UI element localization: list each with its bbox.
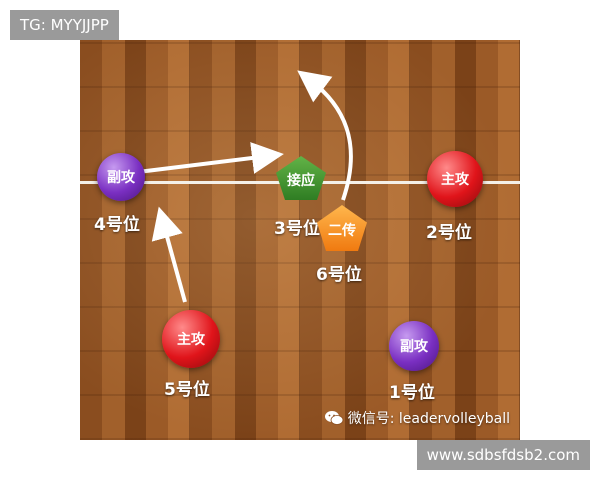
position-label-6: 6号位 [316,265,362,285]
tag-label-top: TG: MYYJJPP [10,10,119,40]
player-middle-front: 副攻 [97,153,145,201]
arrow-5-to-4 [151,206,187,303]
player-outside-right: 主攻 [427,151,483,207]
player-role-label: 主攻 [177,332,205,348]
wechat-watermark: 微信号: leadervolleyball [324,408,510,428]
player-role-label: 副攻 [400,339,428,355]
wechat-icon [324,411,344,425]
position-label-1: 1号位 [389,383,435,403]
volleyball-court: 副攻 接应 主攻 4号位 3号位 2号位 二传 6号位 主攻 5号位 副攻 1号… [80,40,520,440]
tag-label-bottom: www.sdbsfdsb2.com [416,440,590,470]
position-label-3: 3号位 [274,219,320,239]
player-role-label: 副攻 [107,170,135,186]
player-role-label: 主攻 [441,172,469,188]
arrow-6-to-front [297,70,353,201]
player-role-label: 二传 [328,223,356,239]
player-outside-back: 主攻 [162,310,220,368]
watermark-text: 微信号: leadervolleyball [347,411,510,427]
player-role-label: 接应 [287,173,315,189]
position-label-5: 5号位 [164,380,210,400]
arrow-4-to-3 [137,142,284,174]
position-label-4: 4号位 [94,215,140,235]
position-label-2: 2号位 [426,223,472,243]
player-middle-back: 副攻 [389,321,439,371]
movement-arrows [137,70,353,303]
